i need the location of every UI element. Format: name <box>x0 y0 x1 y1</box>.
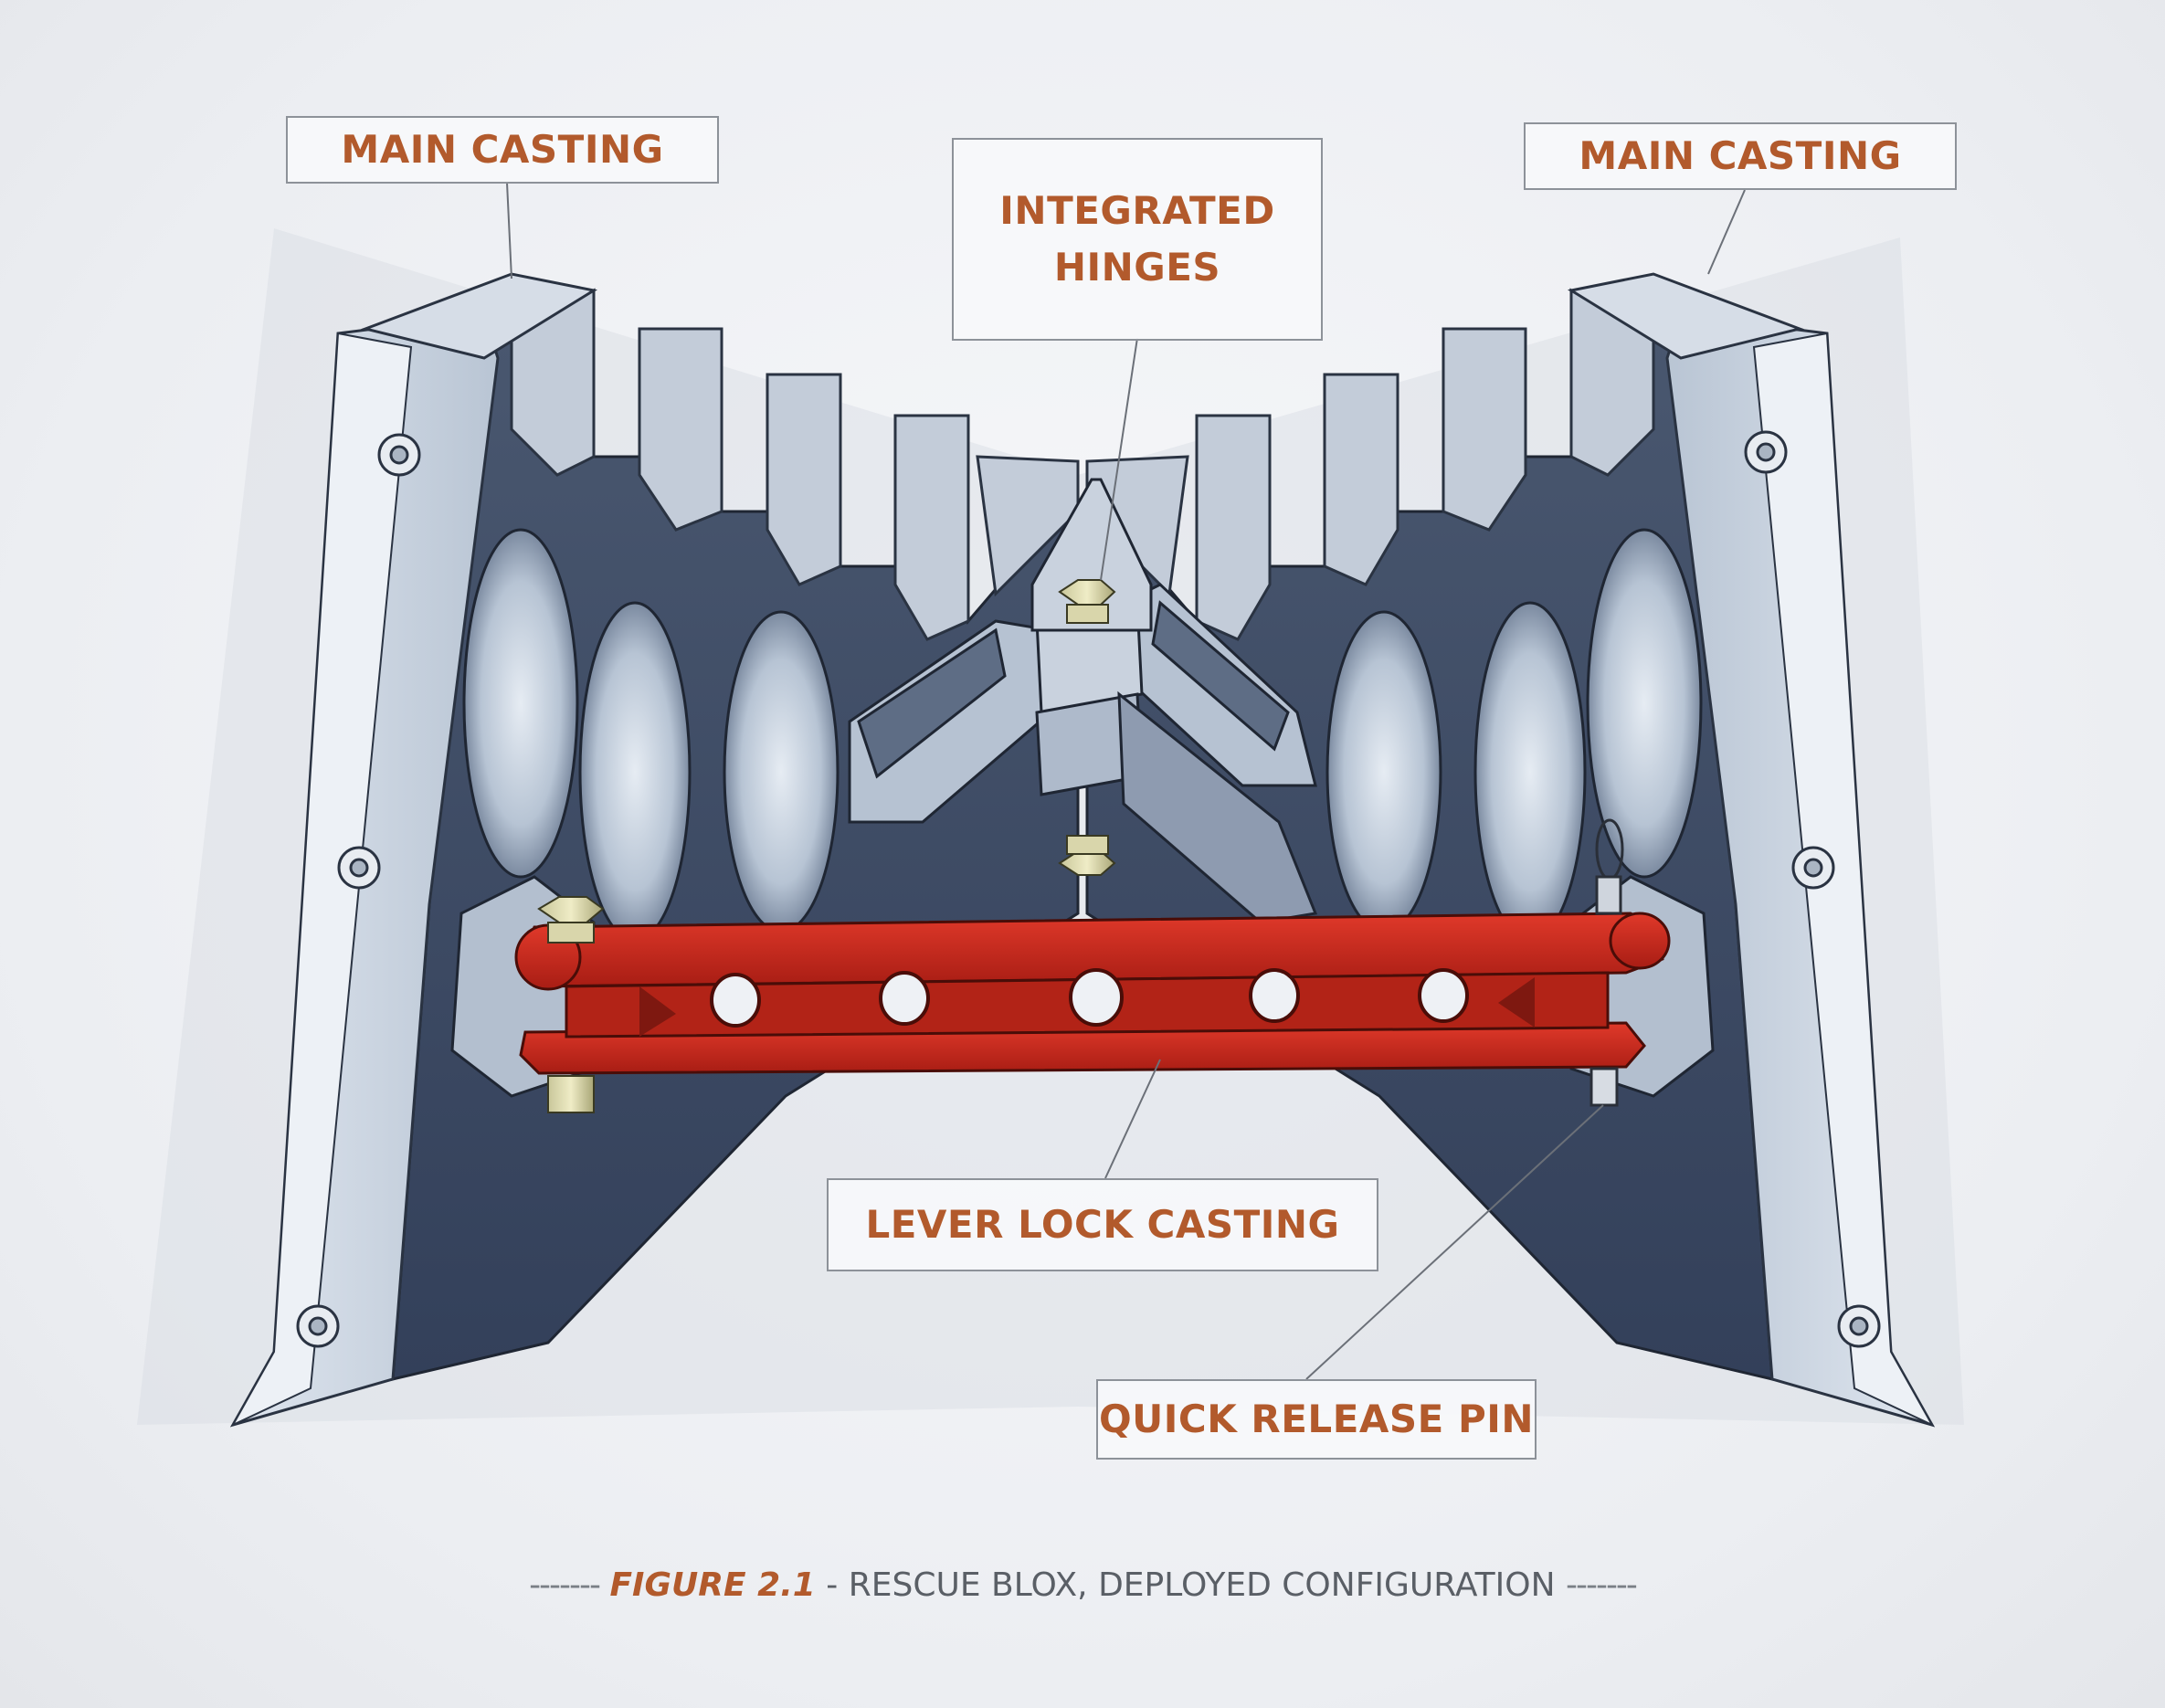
caption-dash-right: ------- <box>1565 1566 1638 1604</box>
main-casting-right-plate-edge <box>1752 332 1935 1428</box>
label-main-casting-left-text: MAIN CASTING <box>341 127 664 172</box>
lever-bolts <box>537 896 605 1113</box>
figure-caption: ------- FIGURE 2.1 - RESCUE BLOX, DEPLOY… <box>0 1566 2165 1604</box>
label-main-casting-right-text: MAIN CASTING <box>1579 133 1902 178</box>
label-integrated-hinges-line2: HINGES <box>1053 245 1221 290</box>
caption-figure-number: FIGURE 2.1 <box>609 1566 816 1604</box>
label-integrated-hinges-line1: INTEGRATED <box>999 188 1275 233</box>
caption-text: - RESCUE BLOX, DEPLOYED CONFIGURATION <box>826 1566 1556 1604</box>
main-casting-right-holes <box>1325 528 1703 943</box>
label-main-casting-right: MAIN CASTING <box>1524 122 1957 190</box>
plate-fasteners <box>296 430 1881 1348</box>
main-casting-left-plate-edge <box>230 332 413 1428</box>
quick-release-pin <box>1589 818 1624 1107</box>
callout-leader-lines <box>506 182 1746 1380</box>
label-lever-lock-casting-text: LEVER LOCK CASTING <box>865 1202 1340 1247</box>
label-quick-release-pin-text: QUICK RELEASE PIN <box>1098 1397 1535 1441</box>
main-casting-left-teeth <box>510 289 1080 641</box>
label-main-casting-left: MAIN CASTING <box>286 116 719 184</box>
label-lever-lock-casting: LEVER LOCK CASTING <box>827 1178 1378 1271</box>
main-casting-left-top <box>360 272 598 360</box>
lever-lock-casting <box>514 912 1671 1075</box>
label-quick-release-pin: QUICK RELEASE PIN <box>1096 1379 1537 1460</box>
caption-dash-left: ------- <box>529 1566 601 1604</box>
label-integrated-hinges: INTEGRATED HINGES <box>952 138 1323 341</box>
main-casting-left-holes <box>462 528 840 943</box>
main-casting-right-top <box>1567 272 1805 360</box>
hinge-pin-bolts <box>1058 579 1116 876</box>
main-casting-right-teeth <box>1085 289 1655 641</box>
